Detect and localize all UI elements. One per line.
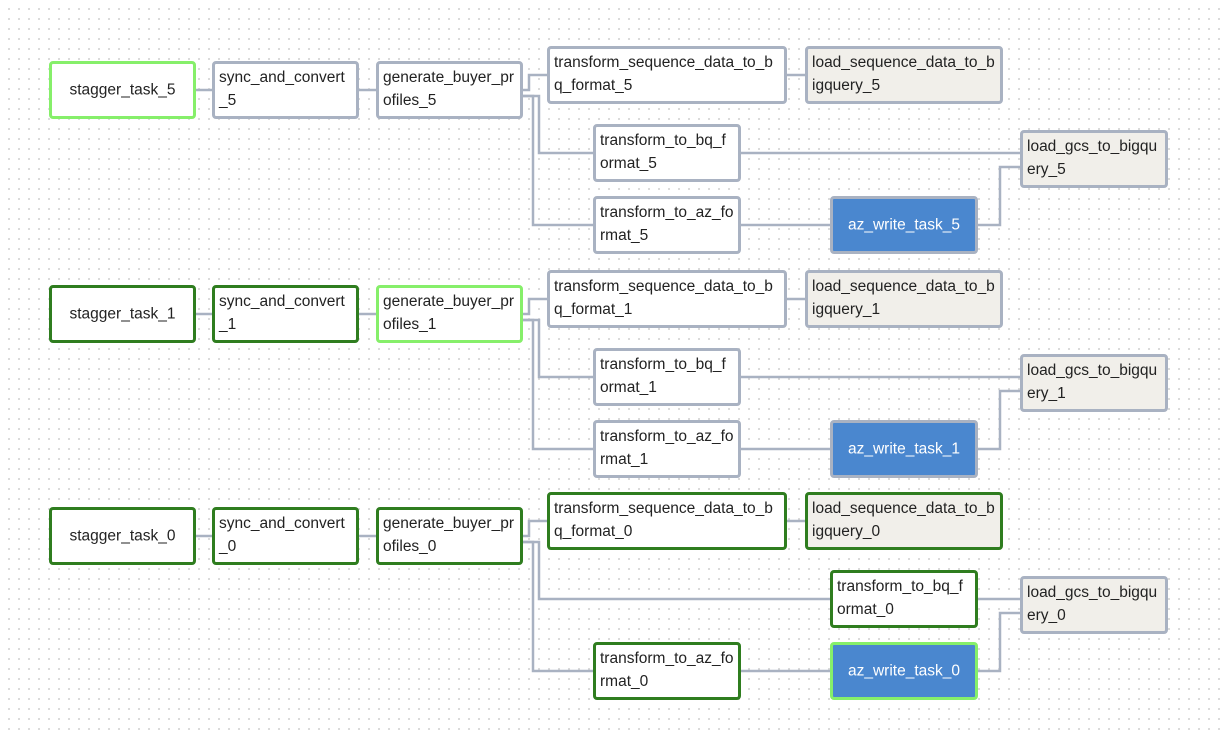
edge-azw-lgcs-1 xyxy=(978,389,1020,451)
task-node-lseq-1[interactable]: load_sequence_data_to_bigquery_1 xyxy=(805,270,1003,328)
task-node-tbq-5[interactable]: transform_to_bq_format_5 xyxy=(593,124,741,182)
task-label: transform_to_az_format_1 xyxy=(600,428,734,468)
task-node-lgcs-0[interactable]: load_gcs_to_bigquery_0 xyxy=(1020,576,1168,634)
task-node-lseq-5[interactable]: load_sequence_data_to_bigquery_5 xyxy=(805,46,1003,104)
task-node-lgcs-1[interactable]: load_gcs_to_bigquery_1 xyxy=(1020,354,1168,412)
task-node-stagger-5[interactable]: stagger_task_5 xyxy=(49,61,196,119)
task-label: az_write_task_1 xyxy=(847,440,960,458)
edge-gen-tseq-1 xyxy=(523,297,547,316)
task-label: transform_sequence_data_to_bq_format_0 xyxy=(554,500,773,540)
task-node-sync-0[interactable]: sync_and_convert_0 xyxy=(212,507,359,565)
task-label: generate_buyer_profiles_1 xyxy=(383,293,514,333)
task-label: stagger_task_5 xyxy=(69,81,176,99)
task-node-tseq-0[interactable]: transform_sequence_data_to_bq_format_0 xyxy=(547,492,787,550)
task-node-sync-1[interactable]: sync_and_convert_1 xyxy=(212,285,359,343)
edge-gen-taz-1 xyxy=(523,318,593,451)
task-label: sync_and_convert_5 xyxy=(219,69,345,109)
task-label: transform_to_az_format_0 xyxy=(600,650,734,690)
task-node-azw-0[interactable]: az_write_task_0 xyxy=(830,642,978,700)
task-node-taz-5[interactable]: transform_to_az_format_5 xyxy=(593,196,741,254)
task-node-lseq-0[interactable]: load_sequence_data_to_bigquery_0 xyxy=(805,492,1003,550)
edge-gen-taz-0 xyxy=(523,540,593,673)
edge-gen-tseq-0 xyxy=(523,519,547,538)
task-label: load_sequence_data_to_bigquery_5 xyxy=(812,54,995,94)
task-label: load_gcs_to_bigquery_0 xyxy=(1027,584,1158,624)
task-label: generate_buyer_profiles_5 xyxy=(383,69,514,109)
task-node-gen-5[interactable]: generate_buyer_profiles_5 xyxy=(376,61,523,119)
task-node-tbq-1[interactable]: transform_to_bq_format_1 xyxy=(593,348,741,406)
task-label: transform_sequence_data_to_bq_format_1 xyxy=(554,278,773,318)
task-label: stagger_task_0 xyxy=(69,527,176,545)
task-node-stagger-1[interactable]: stagger_task_1 xyxy=(49,285,196,343)
task-node-azw-5[interactable]: az_write_task_5 xyxy=(830,196,978,254)
task-node-gen-1[interactable]: generate_buyer_profiles_1 xyxy=(376,285,523,343)
task-node-lgcs-5[interactable]: load_gcs_to_bigquery_5 xyxy=(1020,130,1168,188)
task-node-tbq-0[interactable]: transform_to_bq_format_0 xyxy=(830,570,978,628)
task-label: load_sequence_data_to_bigquery_1 xyxy=(812,278,995,318)
task-node-tseq-5[interactable]: transform_sequence_data_to_bq_format_5 xyxy=(547,46,787,104)
task-label: sync_and_convert_1 xyxy=(219,293,345,333)
edge-gen-tbq-0 xyxy=(523,540,830,601)
task-label: stagger_task_1 xyxy=(69,305,176,323)
task-label: load_sequence_data_to_bigquery_0 xyxy=(812,500,995,540)
task-node-azw-1[interactable]: az_write_task_1 xyxy=(830,420,978,478)
task-label: transform_to_bq_format_0 xyxy=(837,578,963,618)
task-label: az_write_task_5 xyxy=(847,216,960,234)
edge-azw-lgcs-0 xyxy=(978,611,1020,673)
task-label: transform_to_bq_format_1 xyxy=(600,356,726,396)
task-label: sync_and_convert_0 xyxy=(219,515,345,555)
task-label: transform_sequence_data_to_bq_format_5 xyxy=(554,54,773,94)
edge-gen-tseq-5 xyxy=(523,73,547,92)
task-label: az_write_task_0 xyxy=(847,662,960,680)
task-node-taz-1[interactable]: transform_to_az_format_1 xyxy=(593,420,741,478)
task-node-gen-0[interactable]: generate_buyer_profiles_0 xyxy=(376,507,523,565)
task-node-taz-0[interactable]: transform_to_az_format_0 xyxy=(593,642,741,700)
task-label: load_gcs_to_bigquery_1 xyxy=(1027,362,1158,402)
task-label: load_gcs_to_bigquery_5 xyxy=(1027,138,1158,178)
task-node-stagger-0[interactable]: stagger_task_0 xyxy=(49,507,196,565)
task-label: transform_to_az_format_5 xyxy=(600,204,734,244)
edge-gen-taz-5 xyxy=(523,94,593,227)
task-label: transform_to_bq_format_5 xyxy=(600,132,726,172)
task-label: generate_buyer_profiles_0 xyxy=(383,515,514,555)
task-node-tseq-1[interactable]: transform_sequence_data_to_bq_format_1 xyxy=(547,270,787,328)
task-node-sync-5[interactable]: sync_and_convert_5 xyxy=(212,61,359,119)
edge-azw-lgcs-5 xyxy=(978,165,1020,227)
